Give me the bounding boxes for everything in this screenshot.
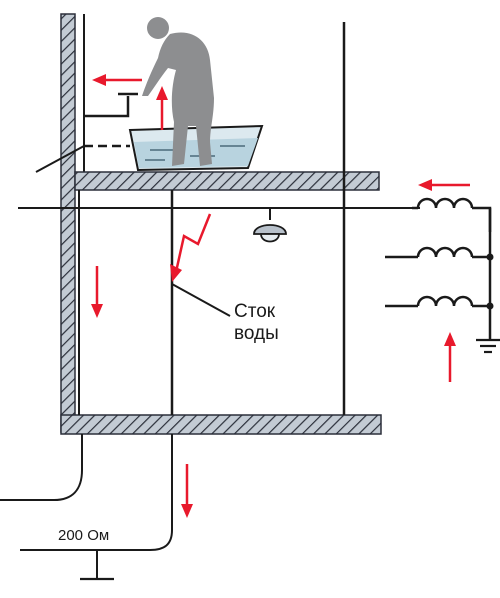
faucet-pipe	[84, 96, 130, 118]
upper-floor-slab	[74, 171, 380, 191]
transformer-coil-icon	[385, 295, 490, 308]
person-body	[142, 32, 214, 167]
earth-conductor	[0, 434, 173, 578]
arrow-up-icon	[156, 86, 168, 130]
resistance-label: 200 Ом	[58, 527, 109, 544]
arrow-down-icon	[181, 464, 193, 518]
faucet-and-bath	[35, 92, 264, 173]
transformer-coil-icon	[385, 246, 490, 259]
ground-wire-through-wall	[35, 145, 85, 173]
arrow-down-icon	[91, 266, 103, 318]
drain-label-line2: воды	[234, 323, 279, 344]
arrow-left-icon	[92, 74, 142, 86]
arrow-up-icon	[444, 332, 456, 382]
junction-dot	[486, 302, 494, 310]
person-figure	[142, 17, 214, 167]
ground-symbol-icon	[476, 338, 500, 354]
left-wall	[60, 13, 76, 433]
lamp-icon	[253, 208, 287, 243]
drain-label-leader	[171, 283, 231, 317]
bath-water	[134, 138, 258, 168]
lower-floor-slab	[60, 414, 382, 435]
arrow-left-icon	[418, 179, 470, 191]
person-head	[147, 17, 169, 39]
current-flow-arrows	[91, 74, 470, 518]
lightning-bolt-icon	[170, 213, 212, 282]
transformer	[385, 197, 492, 340]
building-structure	[18, 13, 420, 435]
transformer-coil-icon	[412, 197, 492, 232]
junction-dot	[486, 253, 494, 261]
drain-label-line1: Сток	[234, 301, 276, 322]
